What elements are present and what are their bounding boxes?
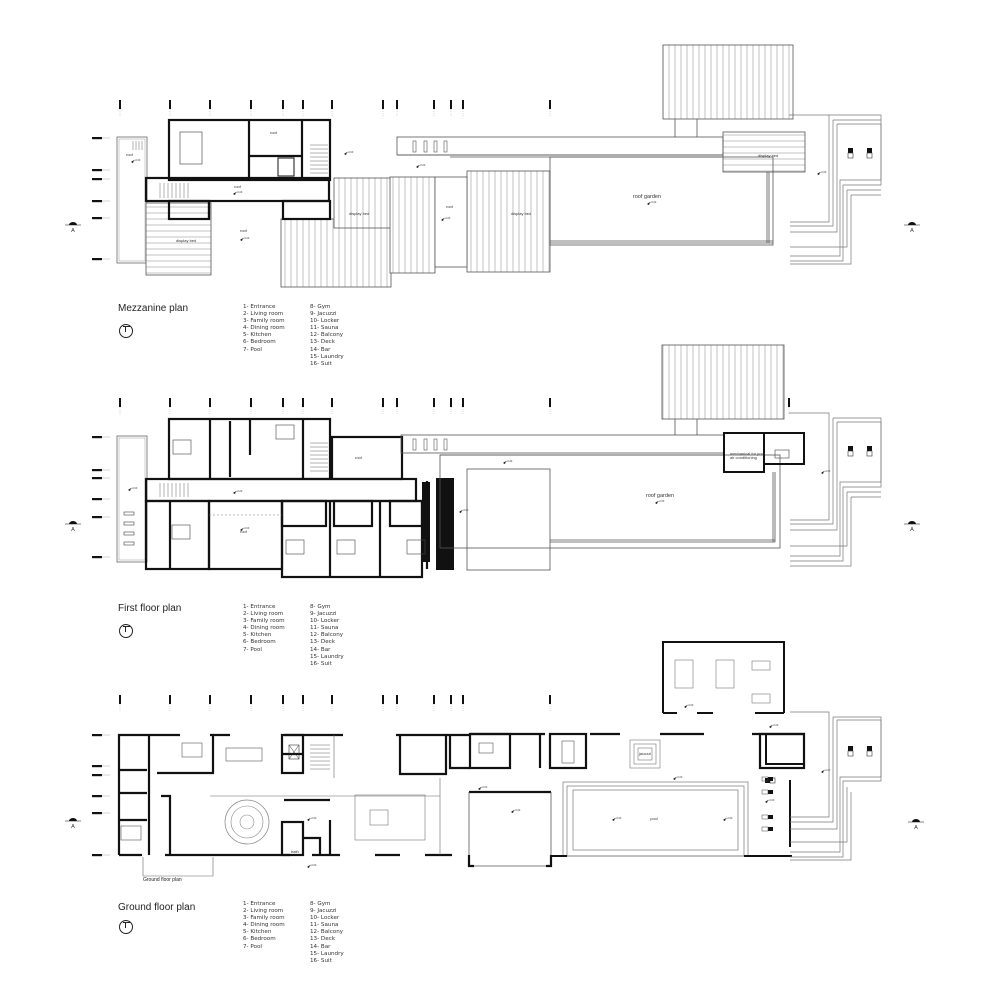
plan-title-first-floor: First floor plan — [118, 603, 182, 614]
svg-text:display bed: display bed — [176, 238, 196, 243]
north-arrow-icon — [119, 624, 133, 638]
svg-text:pool: pool — [650, 816, 658, 821]
svg-text:roof garden: roof garden — [646, 493, 674, 499]
svg-text:display bed: display bed — [511, 211, 531, 216]
svg-text:roof: roof — [270, 130, 278, 135]
plan-title-ground-floor: Ground floor plan — [118, 902, 196, 913]
north-arrow-icon — [119, 920, 133, 934]
svg-text:mechanical for pool: mechanical for pool — [730, 451, 765, 456]
mezzanine-plan: roof garden roof roof roof roof roof dis… — [64, 44, 921, 288]
ground-floor-sub-caption: Ground floor plan — [143, 877, 182, 883]
svg-text:roof: roof — [234, 184, 242, 189]
svg-text:roof: roof — [446, 204, 454, 209]
svg-text:roof: roof — [240, 529, 248, 534]
svg-text:display bed: display bed — [349, 211, 369, 216]
ground-floor-plan: jacuzzi pool — [64, 641, 925, 877]
first-floor-plan: mechanical for pool air conditioning roo… — [64, 344, 921, 579]
plan-title-mezzanine: Mezzanine plan — [118, 303, 189, 314]
svg-text:roof: roof — [126, 152, 134, 157]
grid-axis-ticks — [118, 694, 552, 712]
north-arrow-icon — [119, 324, 133, 338]
svg-text:roof: roof — [240, 228, 248, 233]
svg-text:bath: bath — [291, 849, 299, 854]
room-label-roof-garden: roof garden — [633, 194, 661, 200]
svg-text:roof: roof — [355, 455, 363, 460]
svg-text:jacuzzi: jacuzzi — [638, 751, 651, 756]
svg-text:air conditioning: air conditioning — [730, 455, 757, 460]
svg-text:display bed: display bed — [758, 153, 778, 158]
